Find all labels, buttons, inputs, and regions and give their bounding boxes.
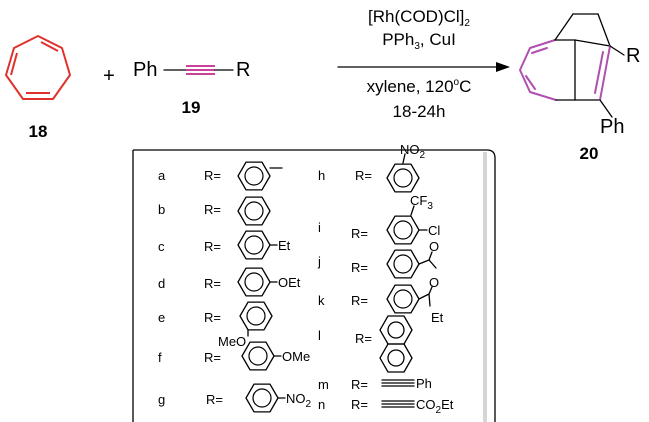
svg-text:R=: R= (204, 239, 221, 254)
svg-text:MeO: MeO (218, 334, 246, 349)
svg-text:d: d (158, 276, 165, 291)
svg-text:CO2Et: CO2Et (416, 397, 454, 416)
compound-20-label: 20 (580, 144, 599, 163)
svg-text:OMe: OMe (282, 349, 310, 364)
svg-text:f: f (158, 350, 162, 365)
svg-text:R=: R= (204, 168, 221, 183)
alkyne-r-label: R (236, 59, 250, 81)
svg-text:e: e (158, 310, 165, 325)
entry-f: f R= OMe (158, 341, 310, 371)
svg-text:R=: R= (204, 202, 221, 217)
entry-j: j R= O (317, 239, 439, 279)
svg-text:R=: R= (204, 350, 221, 365)
compound-18-label: 18 (29, 122, 48, 141)
product-r-label: R (626, 45, 640, 67)
substituent-table-frame (132, 149, 496, 422)
svg-text:R=: R= (351, 260, 368, 275)
condition-catalyst: [Rh(COD)Cl]2 (368, 7, 470, 29)
svg-text:R=: R= (351, 226, 368, 241)
svg-text:R=: R= (351, 293, 368, 308)
entry-a: a R= (158, 161, 283, 191)
svg-text:l: l (318, 328, 321, 343)
reaction-arrow (337, 62, 510, 72)
plus-sign: + (103, 65, 115, 87)
compound-19-label: 19 (182, 98, 201, 117)
entry-m: m R= Ph (318, 376, 432, 392)
entry-n: n R= CO2Et (318, 397, 454, 416)
condition-ligand: PPh3, CuI (382, 30, 456, 52)
svg-text:k: k (318, 293, 325, 308)
cycloheptatriene-structure (5, 35, 71, 100)
entry-c: c R= Et (158, 230, 291, 260)
svg-text:R=: R= (206, 392, 223, 407)
svg-text:n: n (318, 397, 325, 412)
svg-text:O: O (429, 275, 439, 290)
svg-text:a: a (158, 168, 166, 183)
entry-i: i R= CF3 Cl (318, 193, 440, 245)
svg-text:g: g (158, 392, 165, 407)
entry-d: d R= OEt (158, 267, 301, 297)
entry-g: g R= NO2 (158, 383, 312, 413)
condition-solvent-temperature: xylene, 120oC (367, 77, 472, 96)
entry-b: b R= (158, 196, 271, 226)
svg-text:OEt: OEt (278, 275, 301, 290)
svg-text:j: j (317, 254, 321, 269)
svg-text:m: m (318, 377, 329, 392)
alkyne-triple-bond (163, 65, 234, 75)
svg-text:R=: R= (355, 168, 372, 183)
product-ph-label: Ph (600, 116, 624, 138)
svg-text:R=: R= (204, 276, 221, 291)
svg-text:R=: R= (351, 397, 368, 412)
svg-text:R=: R= (204, 310, 221, 325)
svg-text:NO2: NO2 (400, 142, 426, 161)
svg-text:CF3: CF3 (410, 193, 433, 212)
entry-e: e R= MeO (158, 301, 273, 349)
product-bicyclic-structure (519, 13, 625, 118)
svg-text:b: b (158, 202, 165, 217)
svg-text:NO2: NO2 (286, 391, 312, 410)
svg-text:i: i (318, 220, 321, 235)
svg-text:R=: R= (351, 377, 368, 392)
svg-text:O: O (429, 239, 439, 254)
entry-l: l R= (318, 315, 413, 373)
svg-text:c: c (158, 239, 165, 254)
svg-text:h: h (318, 168, 325, 183)
svg-text:Et: Et (278, 238, 291, 253)
condition-time: 18-24h (393, 102, 446, 121)
svg-text:Et: Et (431, 310, 444, 325)
alkyne-ph-label: Ph (133, 59, 157, 81)
svg-text:Cl: Cl (428, 223, 440, 238)
entry-h: h R= NO2 (318, 142, 426, 193)
entry-k: k R= O Et (318, 275, 444, 325)
svg-text:Ph: Ph (416, 376, 432, 391)
svg-text:R=: R= (355, 331, 372, 346)
